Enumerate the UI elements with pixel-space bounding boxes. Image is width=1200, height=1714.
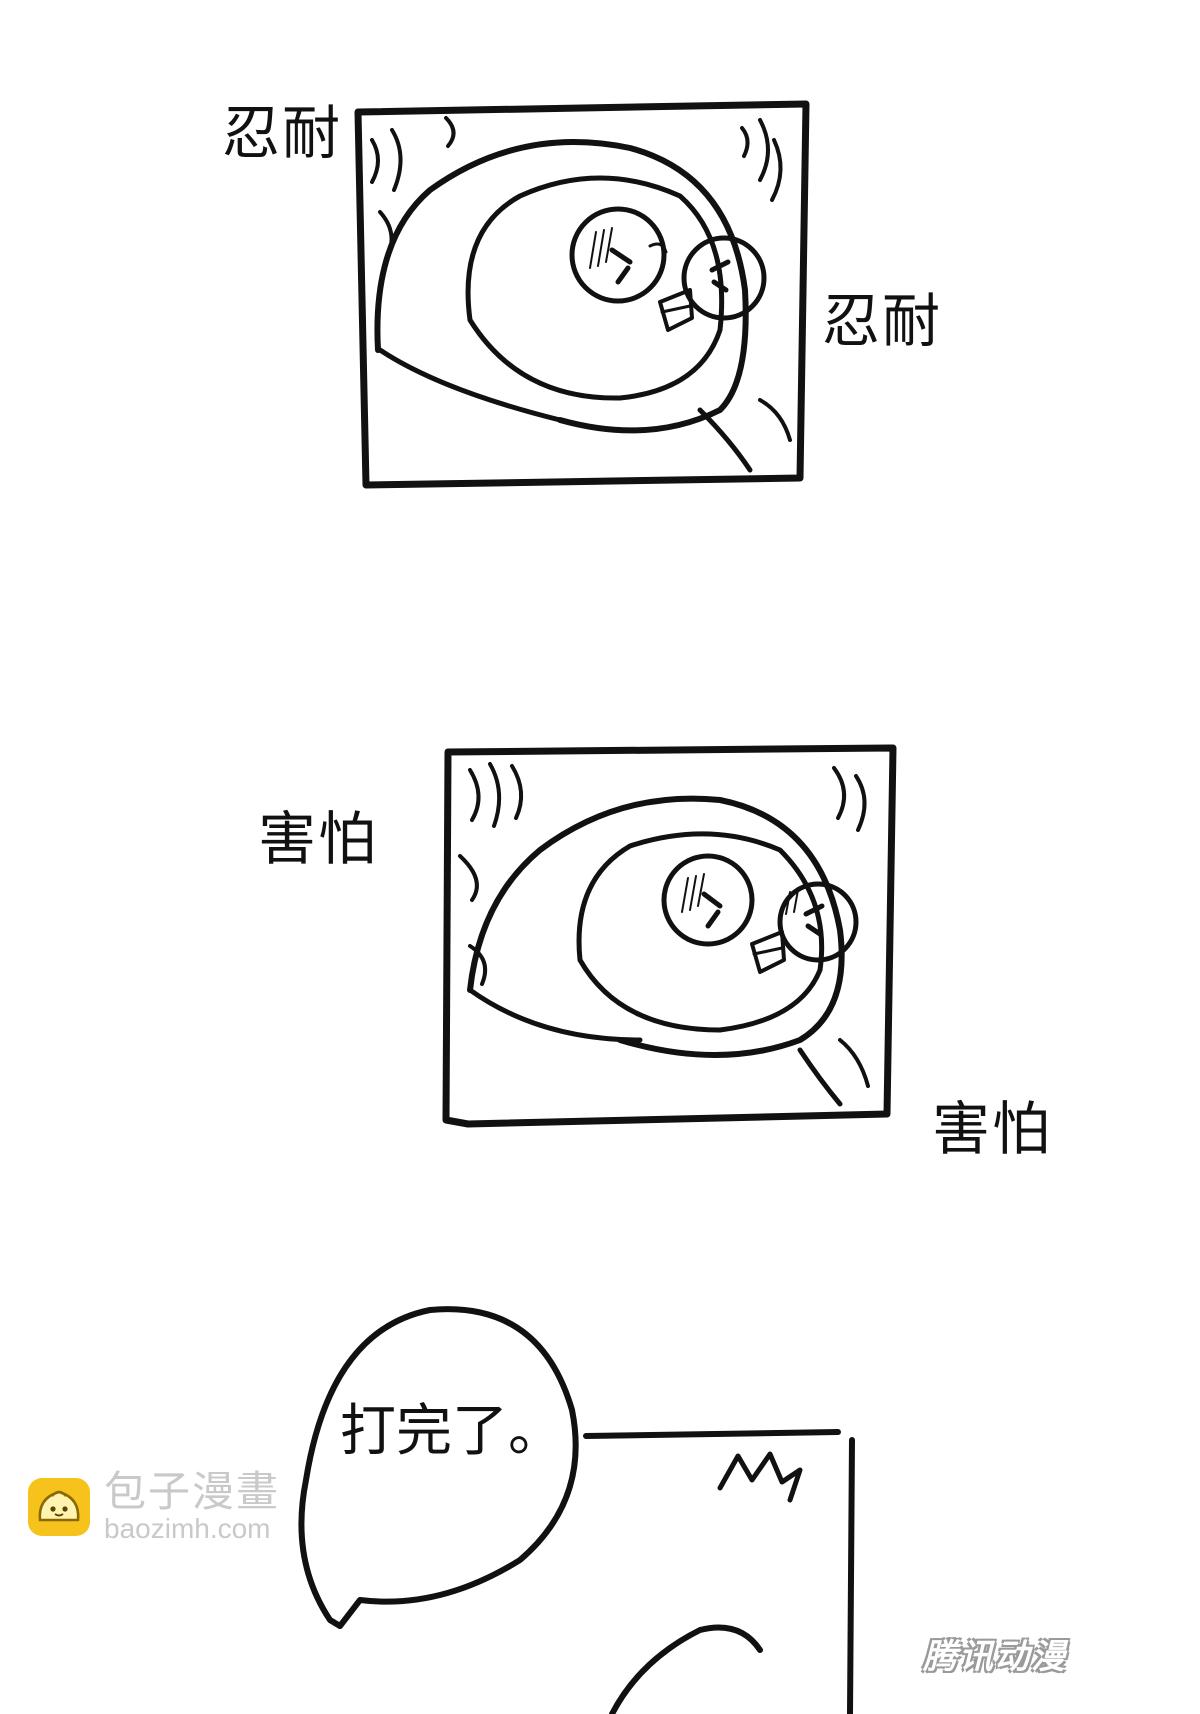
site-watermark: 包子漫畫 baozimh.com	[26, 1467, 281, 1545]
baozi-logo-icon	[28, 1478, 90, 1537]
watermark-site-name: 包子漫畫	[104, 1467, 281, 1516]
panel-2	[442, 744, 897, 1128]
panel-3-partial	[583, 1429, 855, 1714]
caption-endure-right: 忍耐	[822, 287, 943, 355]
caption-afraid-left: 害怕	[258, 805, 379, 873]
watermark-publisher: 腾讯动漫	[923, 1636, 1067, 1677]
caption-endure-left: 忍耐	[222, 99, 343, 167]
publisher-watermark: 腾讯动漫	[906, 1624, 1084, 1682]
caption-afraid-right: 害怕	[932, 1095, 1053, 1163]
speech-bubble	[298, 1306, 579, 1629]
panel-1	[354, 100, 810, 489]
speech-bubble-text: 打完了。	[340, 1399, 564, 1464]
watermark-site-url: baozimh.com	[104, 1513, 271, 1545]
